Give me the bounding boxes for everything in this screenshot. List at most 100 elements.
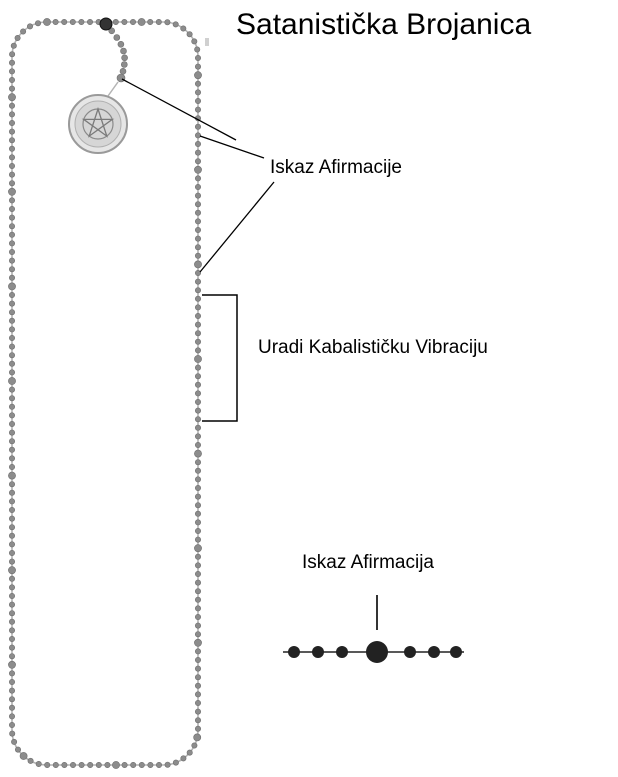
loop-bead (61, 18, 68, 25)
loop-bead (195, 235, 202, 242)
loop-bead (195, 321, 202, 328)
loop-bead (9, 206, 16, 213)
loop-bead (9, 721, 16, 728)
loop-bead (195, 106, 202, 113)
chain-bead (116, 73, 126, 83)
loop-bead (52, 761, 59, 768)
loop-bead (9, 257, 16, 264)
loop-bead (191, 38, 198, 45)
loop-bead (195, 175, 202, 182)
loop-bead (9, 420, 16, 427)
loop-large-bead (194, 544, 202, 553)
chain-bead (119, 68, 127, 75)
loop-bead (195, 484, 202, 491)
kabbalistic-vibration-label: Uradi Kabalističku Vibraciju (258, 337, 488, 358)
chain-bead (120, 47, 127, 55)
loop-bead (195, 184, 202, 191)
loop-bead (195, 201, 202, 208)
chain-bead (117, 40, 125, 48)
loop-bead (9, 369, 16, 376)
loop-bead (9, 266, 16, 273)
chain-bead (108, 27, 115, 35)
loop-large-bead (8, 566, 16, 575)
loop-bead (9, 532, 16, 539)
loop-bead (195, 699, 202, 706)
loop-bead (9, 154, 16, 161)
loop-bead (44, 761, 51, 768)
loop-bead (195, 648, 202, 655)
loop-large-bead (194, 165, 202, 174)
loop-bead (195, 579, 202, 586)
loop-bead (195, 295, 202, 302)
loop-bead (9, 670, 16, 677)
loop-bead (9, 653, 16, 660)
loop-large-bead (194, 638, 202, 647)
loop-bead (52, 18, 59, 25)
loop-bead (147, 761, 154, 768)
loop-bead (9, 223, 16, 230)
pointer-line-lower-loop (199, 181, 275, 273)
loop-large-bead (43, 18, 51, 26)
loop-bead (195, 149, 202, 156)
loop-bead (147, 18, 154, 25)
loop-bead (9, 102, 16, 109)
loop-bead (194, 46, 201, 53)
loop-large-bead (194, 355, 202, 363)
pointer-line-upper-loop (199, 135, 265, 159)
affirmation-label: Iskaz Afirmacije (270, 157, 402, 178)
loop-bead (195, 390, 202, 397)
loop-bead (9, 524, 16, 531)
dark-bead-icon (99, 17, 113, 31)
loop-bead (9, 128, 16, 135)
legend-large-bead (366, 641, 388, 663)
loop-bead (34, 20, 41, 27)
loop-bead (195, 244, 202, 251)
loop-bead (195, 476, 202, 483)
loop-bead (164, 761, 171, 768)
loop-bead (121, 18, 128, 25)
loop-bead (20, 28, 27, 35)
loop-bead (9, 515, 16, 522)
loop-bead (195, 613, 202, 620)
loop-bead (195, 588, 202, 595)
loop-bead (9, 412, 16, 419)
legend-bead (312, 646, 324, 658)
loop-large-bead (194, 260, 202, 269)
diagram-title: Satanistička Brojanica (236, 8, 532, 41)
loop-bead (9, 627, 16, 634)
loop-bead (9, 730, 16, 737)
loop-bead (9, 180, 16, 187)
loop-bead (9, 163, 16, 170)
loop-bead (156, 761, 163, 768)
loop-bead (9, 696, 16, 703)
loop-large-bead (8, 282, 16, 291)
loop-bead (195, 691, 202, 698)
loop-bead (195, 527, 202, 534)
loop-bead (195, 553, 202, 560)
legend-bead (404, 646, 416, 658)
loop-bead (9, 541, 16, 548)
chain-bead (121, 61, 128, 68)
loop-large-bead (8, 660, 16, 669)
loop-bead (195, 398, 202, 405)
loop-bead (195, 416, 202, 423)
loop-bead (104, 761, 111, 768)
legend-bead (450, 646, 462, 658)
loop-bead (195, 89, 202, 96)
loop-large-bead (112, 761, 120, 769)
loop-bead (9, 309, 16, 316)
pointer-line-medallion-bead (121, 78, 237, 141)
loop-large-bead (8, 471, 16, 480)
loop-bead (11, 738, 18, 745)
loop-large-bead (8, 187, 16, 196)
loop-bead (9, 214, 16, 221)
loop-bead (9, 687, 16, 694)
loop-bead (195, 132, 202, 139)
pendant-chain (107, 27, 128, 97)
loop-bead (195, 54, 202, 61)
loop-bead (27, 757, 34, 764)
loop-bead (14, 34, 21, 41)
loop-bead (195, 192, 202, 199)
loop-bead (9, 704, 16, 711)
loop-bead (9, 343, 16, 350)
